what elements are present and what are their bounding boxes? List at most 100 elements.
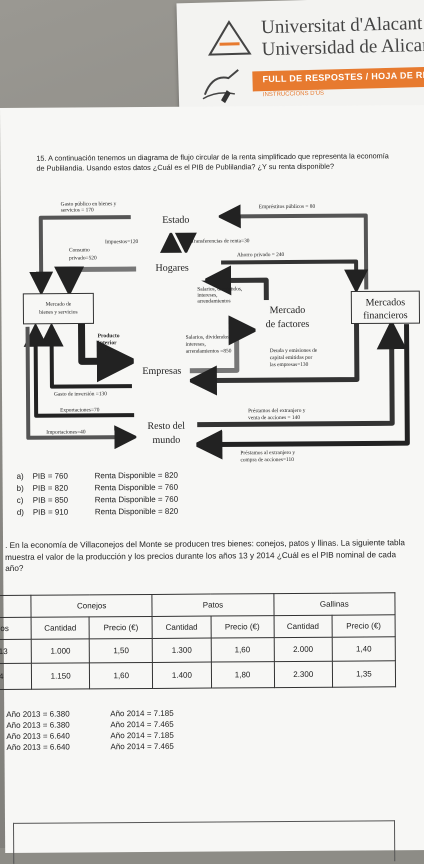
answer-2014: Año 2014 = 7.185 xyxy=(110,709,173,718)
table-row: 13 1.000 1,50 1.300 1,60 2.000 1,40 xyxy=(0,637,395,664)
answer-2013: Año 2013 = 6.380 xyxy=(6,721,69,730)
option-renta: Renta Disponible = 760 xyxy=(95,483,178,493)
label-salarios-empresas-2: intereses, xyxy=(186,342,207,348)
answer-2014: Año 2014 = 7.185 xyxy=(110,731,173,740)
answer-2014: Año 2014 = 7.465 xyxy=(110,742,173,751)
table-corner-blank xyxy=(0,595,31,617)
label-pib-2: Interior xyxy=(98,340,118,346)
option-letter: c) xyxy=(17,496,24,505)
table-subheader: Precio (€) xyxy=(211,616,274,638)
label-consumo-1: Consumo xyxy=(69,247,90,253)
label-prestamos-al-extranjero-1: Préstamos al extranjero y xyxy=(240,450,295,456)
label-transferencias: Transferencias de renta=30 xyxy=(191,237,250,244)
banner-subtitle: INSTRUCCIONS D'ÚS xyxy=(263,91,324,99)
option-letter: a) xyxy=(17,472,24,481)
node-mercados-financieros-label-1: Mercados xyxy=(366,297,406,308)
table-year: 13 xyxy=(0,639,31,663)
table-cell: 1,50 xyxy=(90,638,153,662)
node-mercado-bienes-label-1: Mercado de xyxy=(46,302,72,308)
label-deuda-3: las empresas=130 xyxy=(270,362,309,368)
table-cell: 1,35 xyxy=(332,661,395,687)
label-ahorro: Ahorro privado = 240 xyxy=(237,252,285,258)
option-pib: PIB = 910 xyxy=(33,508,68,517)
node-resto-mundo-label-2: mundo xyxy=(152,435,180,446)
label-prestamos-extranjero-2: venta de acciones = 140 xyxy=(248,415,300,421)
table-subheader: Precio (€) xyxy=(89,616,152,638)
node-mercado-factores-label-1: Mercado xyxy=(270,305,306,316)
label-gasto-publico-2: servicios = 170 xyxy=(61,207,94,213)
node-empresas: Empresas xyxy=(134,355,190,385)
table-row: 4 1.150 1,60 1.400 1,80 2.300 1,35 xyxy=(0,661,396,690)
table-year: 4 xyxy=(0,663,32,689)
table-subheader: Cantidad xyxy=(274,615,332,637)
table-subheader: Precio (€) xyxy=(332,615,395,637)
table-group-gallinas: Gallinas xyxy=(274,593,396,616)
table-cell: 1.150 xyxy=(31,663,89,689)
table-cell: 2.000 xyxy=(274,637,332,661)
option-pib: PIB = 760 xyxy=(33,472,68,481)
table-group-patos: Patos xyxy=(152,594,273,617)
label-deuda-2: capital emitidas por xyxy=(270,355,313,361)
node-empresas-label: Empresas xyxy=(142,366,181,377)
option-renta: Renta Disponible = 820 xyxy=(95,471,178,481)
label-gasto-inversion: Gasto de inversión =130 xyxy=(54,391,107,397)
answer-2013: Año 2013 = 6.640 xyxy=(6,732,69,741)
flow-gasto-inversion xyxy=(52,326,132,387)
answer-2014: Año 2014 = 7.465 xyxy=(110,720,173,729)
node-mercado-factores: Mercado de factores xyxy=(255,300,319,332)
option-pib: PIB = 850 xyxy=(33,496,68,505)
option-pib: PIB = 820 xyxy=(33,484,68,493)
question-16-text: . En la economía de Villaconejos del Mon… xyxy=(5,537,405,574)
label-importaciones: Importaciones=40 xyxy=(46,429,86,435)
node-mercados-financieros-label-2: financieros xyxy=(363,310,408,321)
label-emprestitos: Empréstitos públicos = 80 xyxy=(259,204,316,210)
table-subheader: Cantidad xyxy=(31,617,89,639)
label-exportaciones: Exportaciones=70 xyxy=(60,407,100,413)
label-pib-1: Producto xyxy=(98,333,120,339)
label-impuestos: Impuestos=120 xyxy=(105,239,139,245)
node-mercado-factores-label-2: de factores xyxy=(266,319,310,330)
table-group-conejos: Conejos xyxy=(31,594,152,617)
question-15-text: 15. A continuación tenemos un diagrama d… xyxy=(36,151,391,173)
table-corner: ios xyxy=(0,617,31,639)
table-cell: 1.000 xyxy=(31,639,89,663)
node-hogares: Hogares xyxy=(139,253,205,281)
node-mercado-bienes-label-2: bienes y servicios xyxy=(39,309,77,315)
option-renta: Renta Disponible = 820 xyxy=(95,507,178,517)
table-cell: 2.300 xyxy=(274,661,332,687)
table-cell: 1.300 xyxy=(153,638,211,662)
option-renta: Renta Disponible = 760 xyxy=(95,495,178,505)
circular-flow-diagram: Estado Hogares Mercado de bienes y servi… xyxy=(21,199,423,482)
label-salarios-hogares-3: arrendamientos xyxy=(197,298,230,304)
node-hogares-label: Hogares xyxy=(155,263,189,274)
production-table: Conejos Patos Gallinas ios Cantidad Prec… xyxy=(0,592,396,690)
label-prestamos-al-extranjero-2: compra de acciones=110 xyxy=(240,457,294,463)
flow-gasto-publico xyxy=(41,217,132,292)
label-consumo-2: privado=520 xyxy=(69,255,97,261)
node-mercados-financieros: Mercados financieros xyxy=(351,291,419,323)
table-cell: 1,40 xyxy=(332,637,395,661)
university-name-es: Universidad de Alicante xyxy=(261,34,424,61)
flow-consumo xyxy=(69,269,136,291)
answer-sheet-banner: FULL DE RESPOSTES / HOJA DE RESPUESTAS xyxy=(252,66,424,91)
node-mercado-bienes: Mercado de bienes y servicios xyxy=(23,293,93,323)
label-salarios-empresas-3: arrendamientos =850 xyxy=(186,348,232,354)
label-salarios-empresas-1: Salarios, dividendos, xyxy=(186,334,232,340)
next-question-box xyxy=(13,820,395,864)
node-estado: Estado xyxy=(133,206,219,233)
table-cell: 1,80 xyxy=(211,662,274,688)
label-deuda-1: Deuda y emisiones de xyxy=(270,348,318,354)
option-letter: b) xyxy=(17,484,24,493)
table-cell: 1.400 xyxy=(153,662,211,688)
table-subheader: Cantidad xyxy=(152,616,210,638)
node-resto-mundo-label-1: Resto del xyxy=(147,421,185,432)
node-resto-mundo: Resto del mundo xyxy=(136,415,196,447)
answer-2013: Año 2013 = 6.640 xyxy=(6,743,69,752)
label-pib-3: Bruto xyxy=(98,347,112,353)
answer-2013: Año 2013 = 6.380 xyxy=(6,710,69,719)
node-estado-label: Estado xyxy=(162,215,189,226)
exam-paper: 15. A continuación tenemos un diagrama d… xyxy=(0,105,424,853)
banner-title: FULL DE RESPOSTES / HOJA DE RESPUESTAS xyxy=(262,69,424,85)
option-letter: d) xyxy=(17,508,24,517)
university-logo-icon xyxy=(207,19,252,56)
